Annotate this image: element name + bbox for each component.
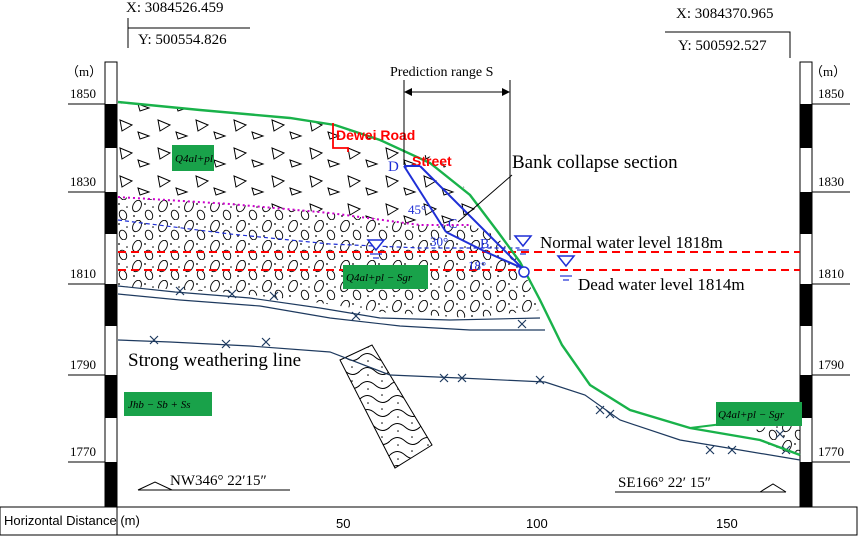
point-b: B [480, 237, 489, 252]
point-c: C [448, 217, 457, 232]
badge-q-mid-rect [343, 265, 428, 289]
normal-water-label: Normal water level 1818m [540, 233, 723, 252]
x-tick-100: 100 [526, 516, 548, 531]
bearing-left-label: NW346° 22′15″ [170, 473, 267, 489]
left-tick-1830: 1830 [70, 174, 96, 189]
dark-boundary-lower [117, 293, 545, 331]
unit-left: （m） [66, 64, 102, 79]
right-tick-1850: 1850 [818, 86, 844, 101]
dead-water-label: Dead water level 1814m [578, 275, 745, 294]
badge-q-right: Q4al+pl − Sgr [718, 409, 785, 421]
bank-collapse-label: Bank collapse section [512, 152, 678, 173]
collapse-line-cb [445, 231, 487, 253]
unit-right: （m） [810, 64, 846, 79]
point-o-marker [518, 266, 530, 278]
coord-left-x: X: 3084526.459 [126, 0, 224, 16]
pebble-layer [118, 197, 540, 318]
badge-q-right-rect [716, 402, 802, 426]
x-tick-150: 150 [716, 516, 738, 531]
badge-jh: Jhb − Sb + Ss [128, 399, 191, 411]
coord-right-x: X: 3084370.965 [676, 6, 774, 22]
right-tick-1830: 1830 [818, 174, 844, 189]
blue-dashed-line [117, 219, 520, 249]
collapse-line-lo [419, 165, 523, 269]
left-tick-lines [68, 103, 105, 463]
left-tick-1850: 1850 [70, 86, 96, 101]
road-notch [332, 123, 349, 152]
water-level-icon [366, 235, 576, 268]
left-tick-1770: 1770 [70, 444, 96, 459]
right-elevation-ruler [799, 61, 813, 507]
horizontal-axis-frame [0, 506, 858, 536]
coord-left-bracket [127, 18, 250, 48]
right-tick-1810: 1810 [818, 266, 844, 281]
collapse-leader-line [457, 174, 513, 223]
weathering-line-path [117, 339, 801, 461]
dark-boundary-upper [117, 285, 541, 321]
upper-fill-layer [118, 102, 480, 225]
arrow-left-icon [404, 88, 412, 96]
badge-q-upper: Q4al+pl [175, 153, 213, 165]
collapse-line-dc [403, 165, 447, 233]
weathering-line-label: Strong weathering line [128, 350, 301, 371]
prediction-range-label: Prediction range S [390, 65, 493, 80]
badge-jh-rect [124, 392, 212, 416]
left-tick-1790: 1790 [70, 357, 96, 372]
road-label: Dewei Road [336, 127, 415, 143]
coord-left-y: Y: 500554.826 [138, 32, 227, 48]
point-d: D [388, 159, 399, 175]
left-tick-1810: 1810 [70, 266, 96, 281]
angle-30: 30° [430, 234, 448, 249]
x-marks [149, 286, 791, 455]
badge-q-upper-rect [172, 145, 214, 171]
bearing-left-marker [137, 481, 173, 491]
x-tick-50: 50 [336, 516, 350, 531]
bearing-right-marker [759, 483, 787, 493]
coord-right-bracket [665, 31, 791, 58]
water-level-dash-icon [370, 249, 572, 281]
angle-45: 45° [408, 202, 426, 217]
angle-18: 18° [468, 258, 486, 273]
right-tick-1770: 1770 [818, 444, 844, 459]
arrow-right-icon [502, 88, 510, 96]
badge-q-mid: Q4al+pl − Sgr [346, 272, 413, 284]
right-tick-1790: 1790 [818, 357, 844, 372]
horizontal-axis-label: Horizontal Distance (m) [4, 513, 140, 528]
right-tick-lines [812, 103, 850, 463]
coord-right-y: Y: 500592.527 [678, 38, 767, 54]
magenta-dotted-line [117, 196, 470, 226]
ground-surface-line [117, 100, 801, 457]
street-label: Street [412, 153, 452, 169]
collapse-line-bo [485, 251, 523, 269]
bearing-right-label: SE166° 22′ 15″ [618, 475, 711, 491]
left-elevation-ruler [104, 61, 118, 507]
dike-zone [339, 344, 433, 469]
